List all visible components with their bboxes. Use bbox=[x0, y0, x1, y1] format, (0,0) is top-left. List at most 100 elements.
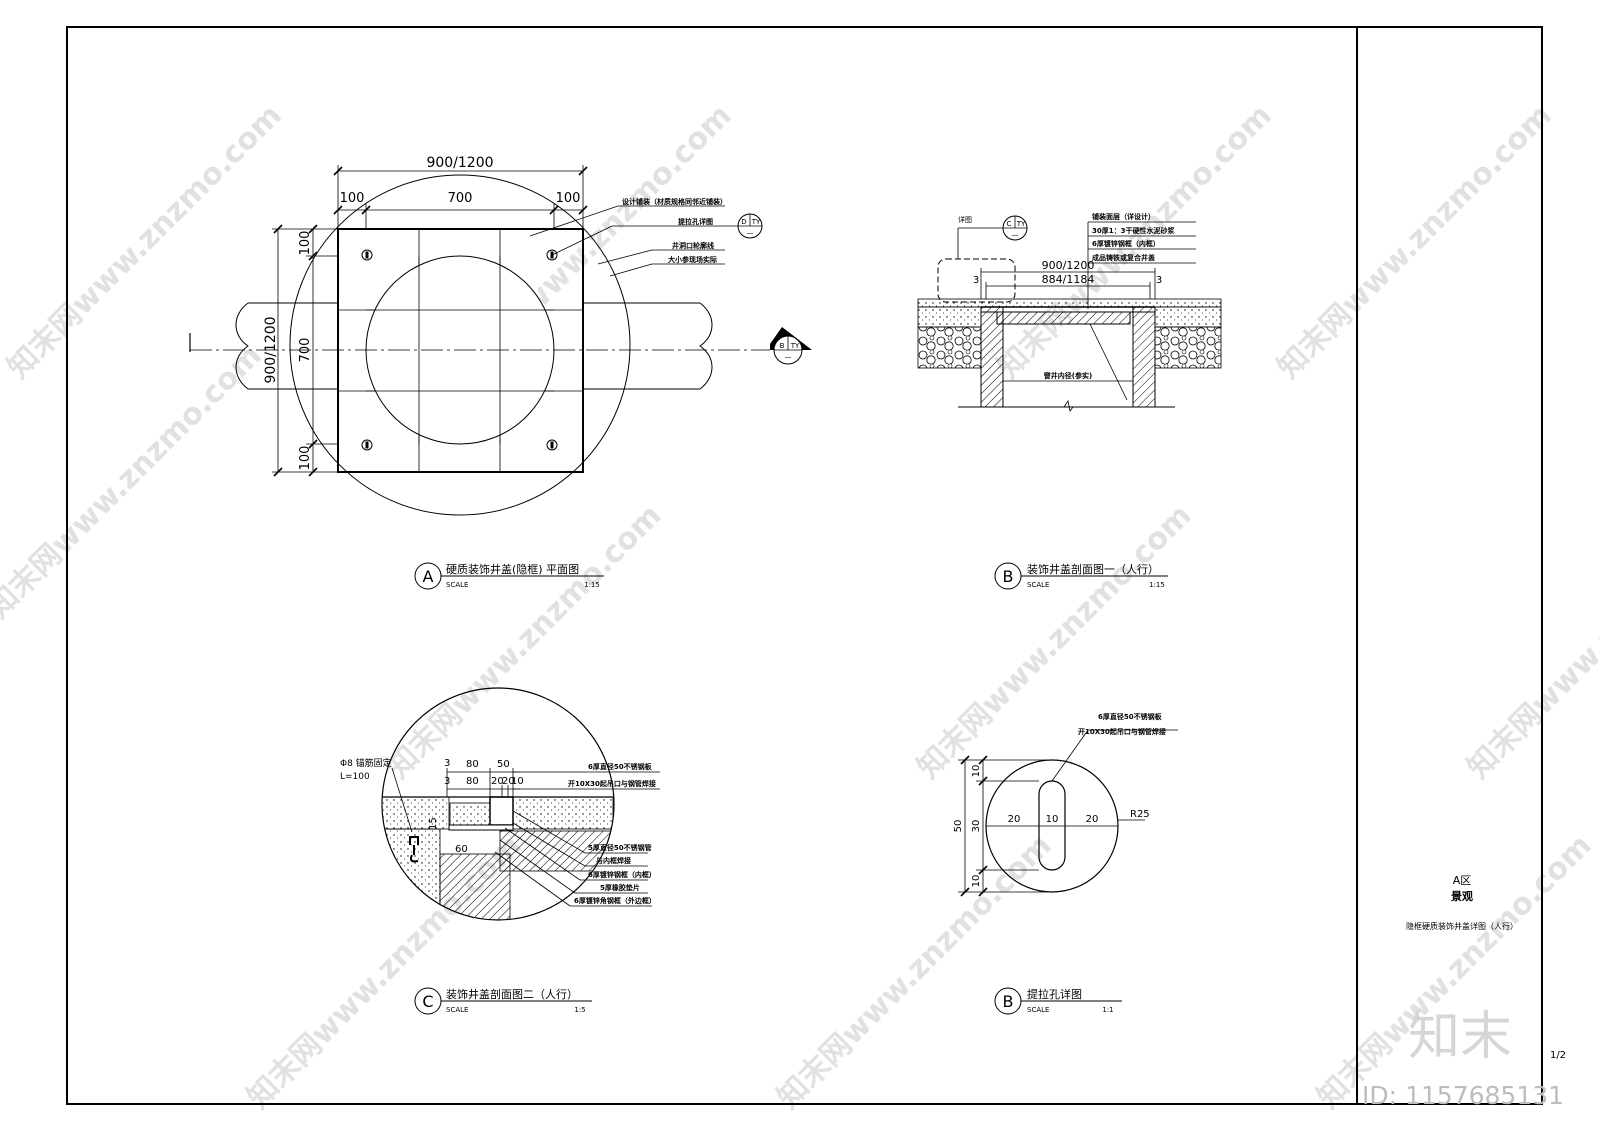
title-d-scale-value: 1:1 bbox=[1102, 1006, 1113, 1014]
title-c-scale-label: SCALE bbox=[446, 1006, 468, 1014]
drawing-c-section bbox=[381, 687, 660, 921]
dim-overall-top: 900/1200 bbox=[426, 155, 493, 171]
dim-d-v-10b: 10 bbox=[971, 875, 982, 888]
dim-c-r1-80: 80 bbox=[466, 759, 479, 770]
title-a-text: 硬质装饰井盖(隐框) 平面图 bbox=[446, 562, 579, 576]
title-d-text: 提拉孔详图 bbox=[1027, 987, 1082, 1001]
drawing-d-text: 20 10 20 R25 50 10 30 10 6厚直径50不锈钢板 开10X… bbox=[953, 712, 1166, 887]
note-c-5: 6厚镀锌钢框（内框） bbox=[588, 870, 656, 879]
title-b-scale-value: 1:15 bbox=[1149, 581, 1165, 589]
dim-b-inner: 884/1184 bbox=[1042, 273, 1095, 286]
title-c-text: 装饰井盖剖面图二（人行） bbox=[446, 987, 578, 1001]
dim-d-radius: R25 bbox=[1130, 809, 1150, 820]
note-a-1: 设计铺装（材质规格同邻近铺装） bbox=[622, 197, 727, 206]
dim-overall-left: 900/1200 bbox=[263, 316, 279, 383]
dim-top-100: 100 bbox=[298, 231, 313, 256]
watermarks: 知末网www.znzmo.com 知末网www.znzmo.com 知末网www… bbox=[0, 98, 1600, 1116]
dim-c-r2-20a: 20 bbox=[491, 776, 504, 787]
note-c-2: 开10X30起吊口与钢管焊接 bbox=[568, 779, 656, 788]
logo-text: 知末 bbox=[1408, 1007, 1512, 1067]
note-c-3: 5厚直径50不锈钢管 bbox=[588, 843, 652, 852]
detail-ref-d bbox=[737, 213, 763, 239]
id-text: ID: 1157685131 bbox=[1362, 1081, 1564, 1110]
title-b: B 装饰井盖剖面图一（人行） SCALE 1:15 bbox=[994, 562, 1168, 590]
sheet-frame bbox=[66, 26, 1543, 1105]
drawing-b-text: 900/1200 884/1184 3 3 详图 C TY — 铺装面层（详设计… bbox=[958, 212, 1175, 380]
watermark-11: 知末网www.znzmo.com bbox=[1311, 828, 1599, 1116]
dim-c-r2-10: 10 bbox=[511, 776, 524, 787]
drawing-a-plan bbox=[189, 165, 812, 516]
note-c-4: 与内框焊接 bbox=[596, 856, 631, 865]
dim-mid-700: 700 bbox=[298, 338, 313, 363]
dim-d-h-20a: 20 bbox=[1008, 814, 1021, 825]
drawing-b-section bbox=[917, 215, 1222, 412]
title-a-symbol: A bbox=[423, 567, 434, 586]
watermark-6: 知末网www.znzmo.com bbox=[381, 498, 669, 786]
drawing-d-detail bbox=[958, 729, 1178, 897]
title-c-symbol: C bbox=[422, 992, 433, 1011]
watermark-7: 知末网www.znzmo.com bbox=[911, 498, 1199, 786]
inner-diameter-text: 窨井内径(参实) bbox=[1044, 371, 1092, 380]
detail-label: 详图 bbox=[958, 215, 972, 224]
zone-label: A区 bbox=[1453, 874, 1472, 887]
title-b-symbol: B bbox=[1003, 567, 1014, 586]
ref-d-sheet: TY bbox=[751, 218, 761, 226]
title-c: C 装饰井盖剖面图二（人行） SCALE 1:5 bbox=[414, 987, 592, 1015]
anchor-label: Φ8 锚筋固定 bbox=[340, 757, 392, 769]
ref-c-sheet: TY bbox=[1016, 220, 1026, 228]
section-marker-b bbox=[770, 327, 812, 365]
note-a-2: 提拉孔详图 bbox=[677, 217, 713, 226]
discipline-label: 景观 bbox=[1450, 890, 1473, 903]
dim-c-r2-3: 3 bbox=[444, 776, 450, 787]
title-d: B 提拉孔详图 SCALE 1:1 bbox=[994, 987, 1122, 1015]
ref-c-sub: — bbox=[1012, 231, 1019, 239]
note-c-1: 6厚直径50不锈钢板 bbox=[588, 762, 653, 771]
note-b-1: 铺装面层（详设计） bbox=[1092, 212, 1155, 221]
title-c-scale-value: 1:5 bbox=[574, 1006, 585, 1014]
dim-c-15: 15 bbox=[428, 817, 439, 830]
drawing-c-text: Φ8 锚筋固定 L=100 3 80 50 3 80 20 20 10 15 6… bbox=[340, 757, 656, 905]
note-d-1: 6厚直径50不锈钢板 bbox=[1098, 712, 1163, 721]
note-a-4: 大小参现场实际 bbox=[668, 255, 717, 264]
ref-d-sub: — bbox=[747, 229, 754, 237]
watermark-4: 知末网www.znzmo.com bbox=[1271, 98, 1559, 386]
dim-d-h-10: 10 bbox=[1046, 814, 1059, 825]
sheet-number: 1/2 bbox=[1550, 1050, 1566, 1061]
title-a-scale-value: 1:15 bbox=[584, 581, 600, 589]
dim-b-outer: 900/1200 bbox=[1042, 259, 1095, 272]
anchor-length: L=100 bbox=[340, 772, 370, 782]
dim-left-100: 100 bbox=[340, 191, 365, 206]
title-b-scale-label: SCALE bbox=[1027, 581, 1049, 589]
title-d-scale-label: SCALE bbox=[1027, 1006, 1049, 1014]
dim-d-v-10a: 10 bbox=[971, 765, 982, 778]
dim-b-edge-right: 3 bbox=[1156, 275, 1162, 286]
watermark-8: 知末网www.znzmo.com bbox=[1461, 498, 1600, 786]
note-b-2: 30厚1：3干硬性水泥砂浆 bbox=[1092, 226, 1175, 235]
title-block: A区 景观 隐框硬质装饰井盖详图（人行） 知末 1/2 ID: 11576851… bbox=[1362, 874, 1566, 1110]
dim-bottom-100: 100 bbox=[298, 446, 313, 471]
dim-b-edge-left: 3 bbox=[973, 275, 979, 286]
note-b-4: 成品铸铁或复合井盖 bbox=[1092, 253, 1155, 262]
dim-c-r2-20b: 20 bbox=[502, 776, 515, 787]
dim-d-total: 50 bbox=[953, 820, 964, 833]
note-c-7: 6厚镀锌角钢框（外边框） bbox=[574, 896, 656, 905]
dim-right-100: 100 bbox=[556, 191, 581, 206]
title-b-text: 装饰井盖剖面图一（人行） bbox=[1027, 562, 1159, 576]
ref-b-letter: B bbox=[780, 342, 785, 350]
dim-c-r1-3: 3 bbox=[444, 758, 450, 769]
title-a-scale-label: SCALE bbox=[446, 581, 468, 589]
drawing-a-text: 900/1200 100 700 100 900/1200 100 700 10… bbox=[263, 155, 800, 470]
note-b-3: 6厚镀锌钢框（内框） bbox=[1092, 239, 1160, 248]
dim-c-r2-80: 80 bbox=[466, 776, 479, 787]
title-a: A 硬质装饰井盖(隐框) 平面图 SCALE 1:15 bbox=[414, 562, 604, 590]
watermark-5: 知末网www.znzmo.com bbox=[0, 338, 269, 626]
title-d-symbol: B bbox=[1003, 992, 1014, 1011]
drawing-name: 隐框硬质装饰井盖详图（人行） bbox=[1406, 921, 1518, 931]
dim-center-700: 700 bbox=[448, 191, 473, 206]
dim-c-60: 60 bbox=[455, 844, 468, 855]
dim-d-h-20b: 20 bbox=[1086, 814, 1099, 825]
note-d-2: 开10X30起吊口与钢管焊接 bbox=[1078, 727, 1166, 736]
ref-d-letter: D bbox=[741, 218, 746, 226]
note-a-3: 井洞口轮廓线 bbox=[672, 241, 714, 250]
